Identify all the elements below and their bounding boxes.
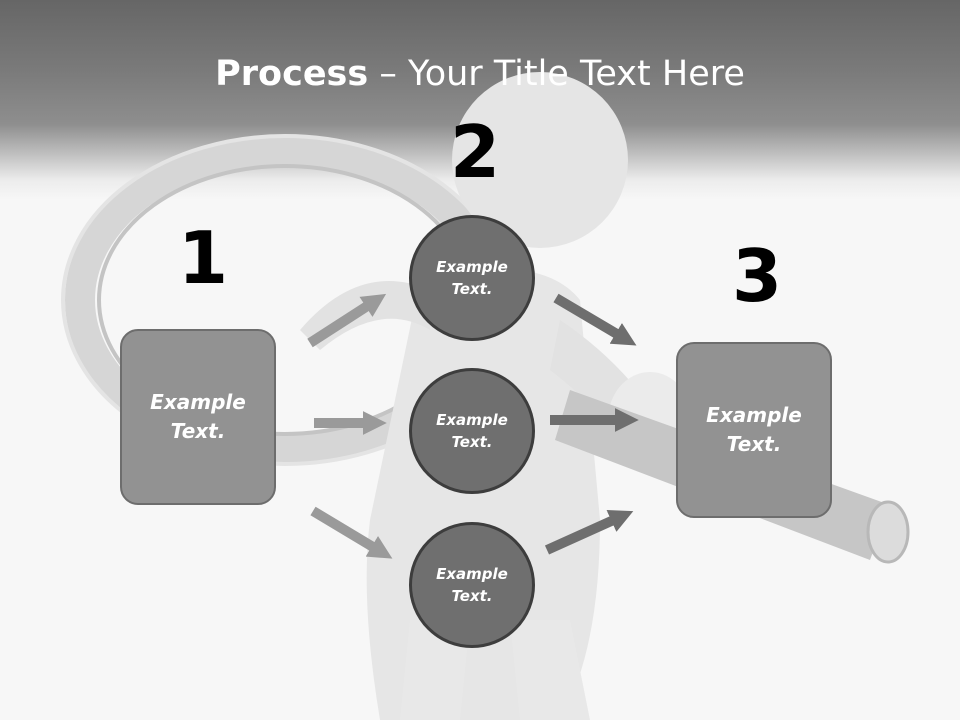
step-2-circle-top: Example Text.: [409, 215, 535, 341]
arrow-1-to-2-bottom: [310, 506, 393, 559]
title-bold: Process: [215, 54, 369, 94]
step-2-circle-bottom: Example Text.: [409, 522, 535, 648]
arrow-1-to-2-top: [307, 293, 387, 348]
step-1-box: Example Text.: [120, 329, 276, 505]
step-number-1: 1: [178, 216, 229, 300]
arrow-2-to-3-top: [553, 293, 637, 346]
step-2-circle-bottom-text: Example Text.: [436, 564, 508, 606]
title-rest: Your Title Text Here: [407, 54, 745, 94]
step-1-text: Example Text.: [150, 390, 246, 443]
step-2-circle-middle: Example Text.: [409, 368, 535, 494]
step-number-2: 2: [450, 110, 501, 194]
step-number-3: 3: [732, 234, 783, 318]
step-3-text: Example Text.: [706, 403, 802, 456]
title-separator: –: [368, 54, 408, 94]
step-2-circle-top-text: Example Text.: [436, 257, 508, 299]
arrow-2-to-3-bottom: [544, 510, 634, 555]
step-2-circle-middle-text: Example Text.: [436, 410, 508, 452]
slide-title: Process – Your Title Text Here: [0, 54, 960, 94]
step-3-box: Example Text.: [676, 342, 832, 518]
